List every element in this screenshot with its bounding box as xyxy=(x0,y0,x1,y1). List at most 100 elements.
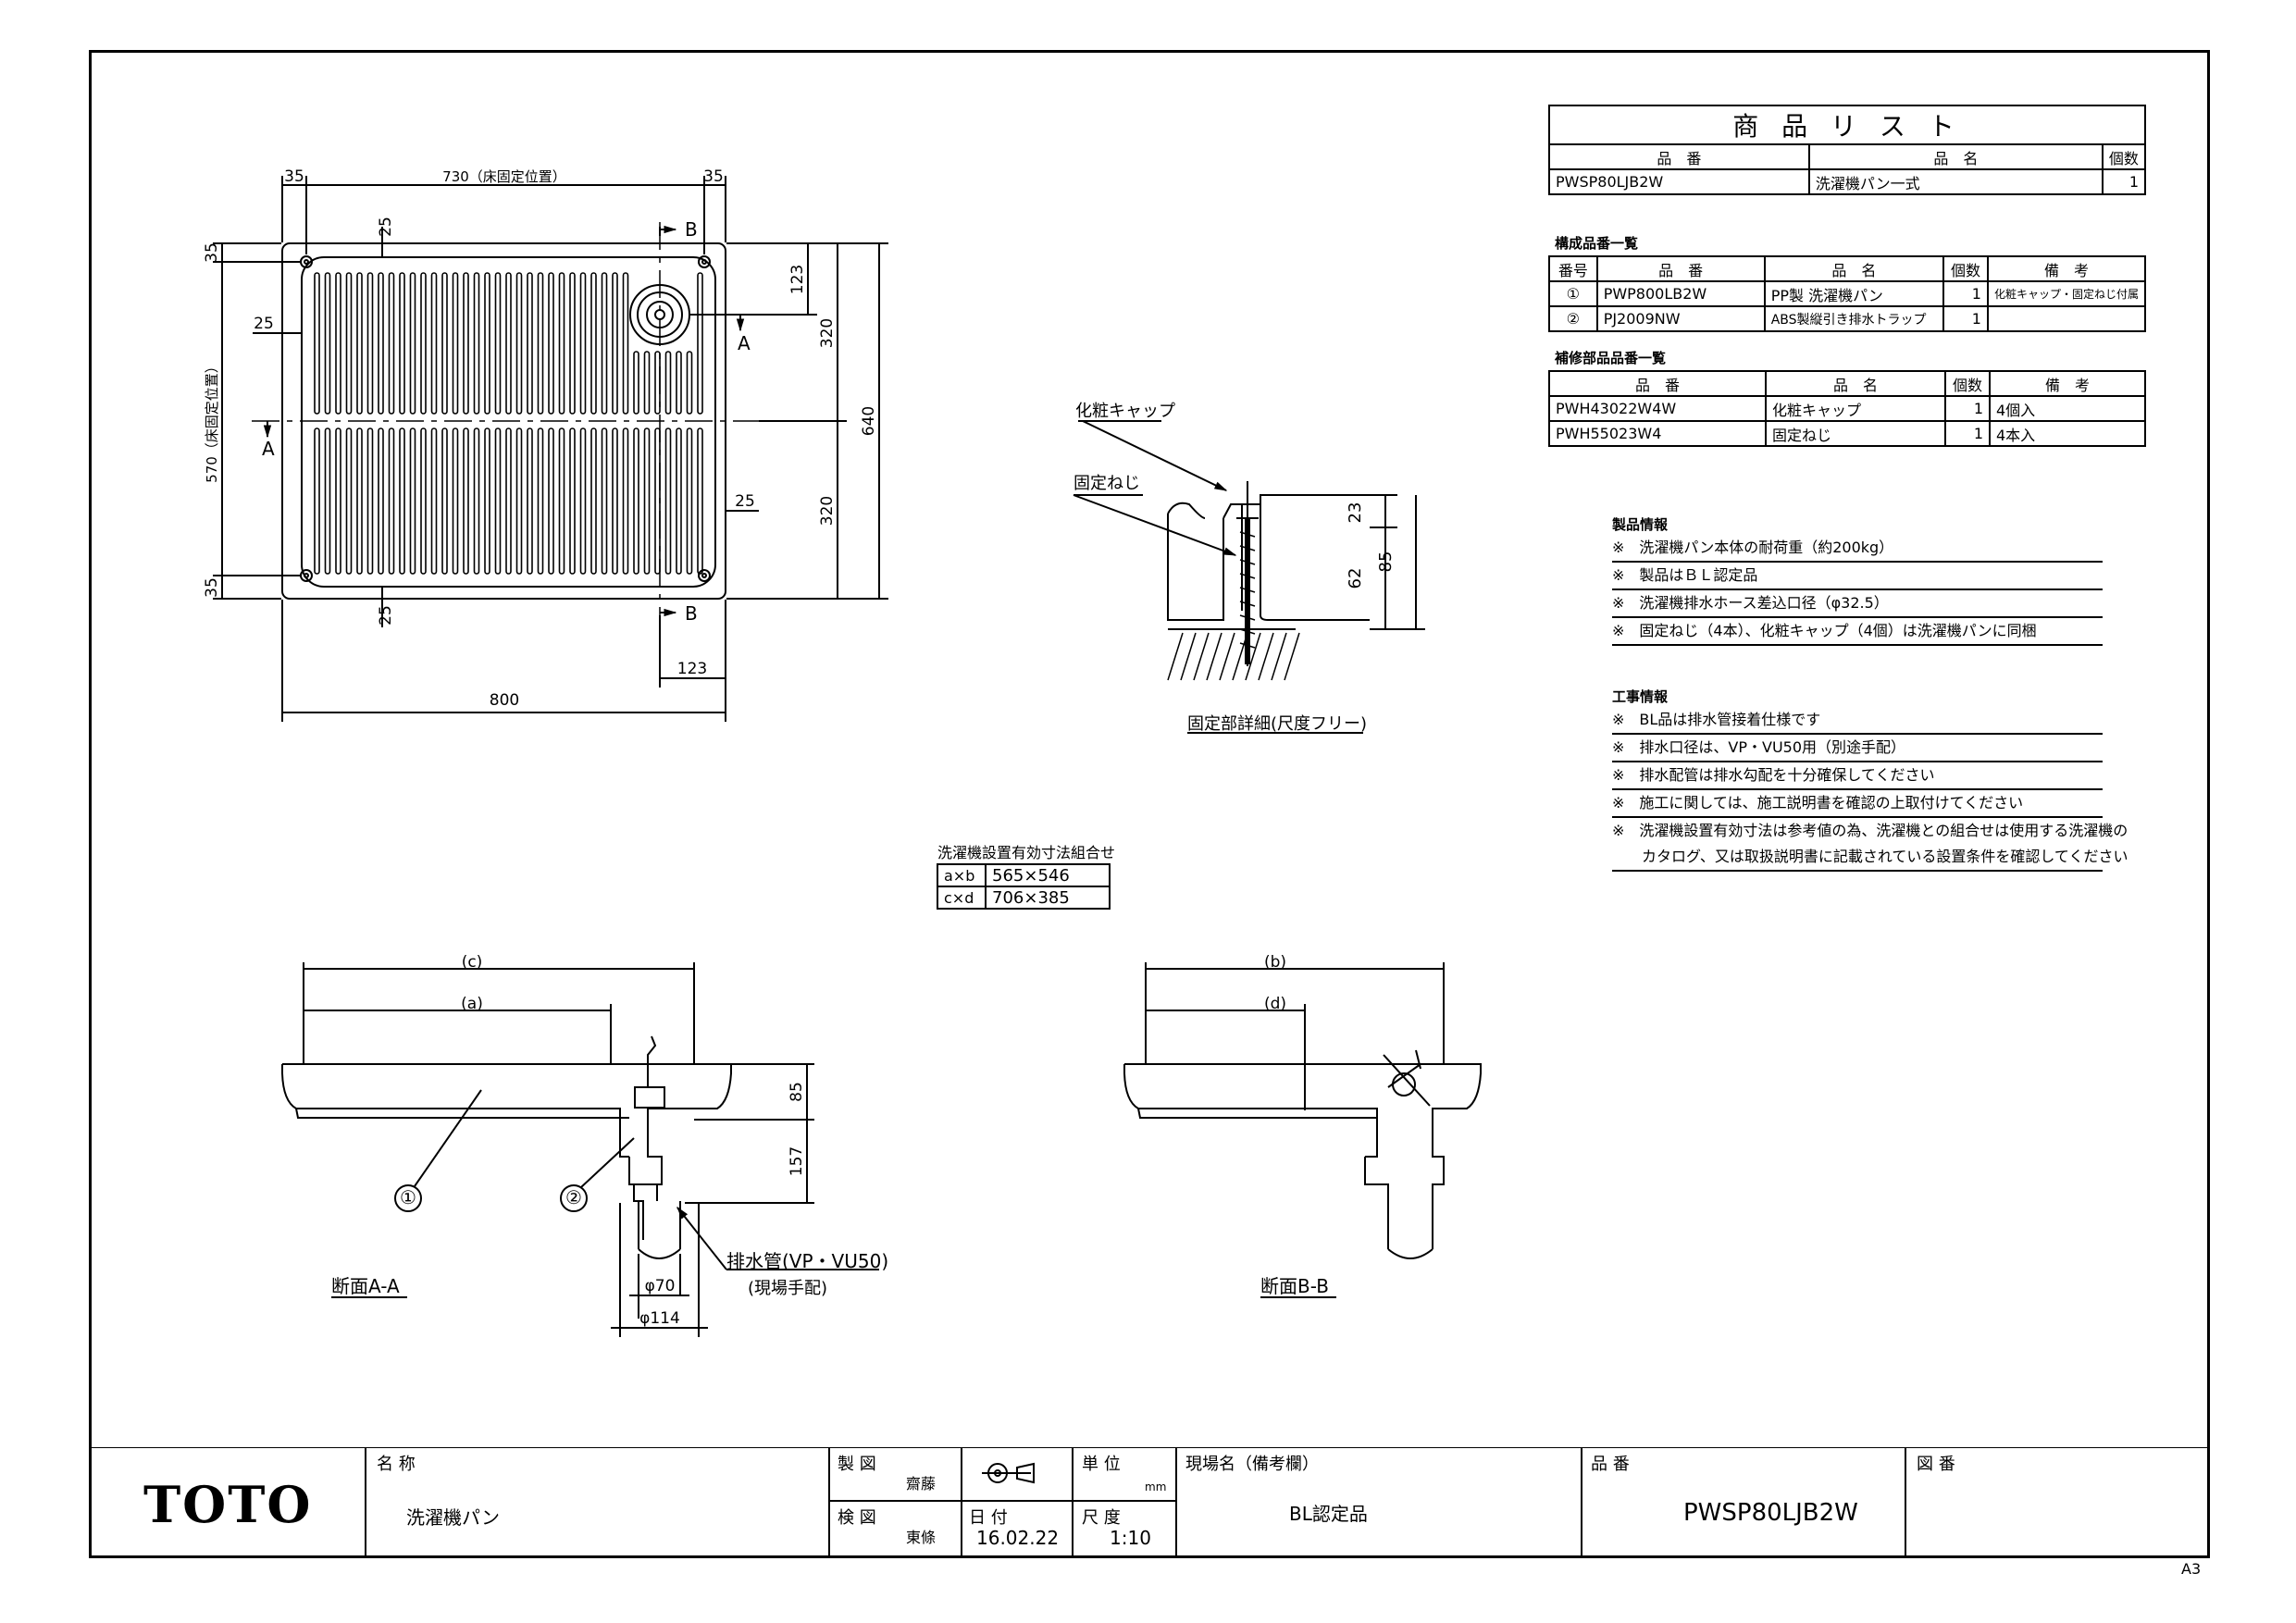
drain-rib xyxy=(314,427,320,575)
table-row: ② PJ2009NW ABS製縦引き排水トラップ 1 xyxy=(1548,305,2147,332)
drawing-svg: 35 730（床固定位置） 35 800 123 35 570（床固定位置） 3… xyxy=(203,167,1482,1337)
drain-rib xyxy=(537,272,544,415)
sheet-size: A3 xyxy=(2181,1560,2202,1578)
repair-parts-table: 品 番 品 名 個数 備 考 PWH43022W4W 化粧キャップ 1 4個入 … xyxy=(1548,370,2146,447)
section-aa-caption: 断面A-A xyxy=(331,1275,400,1297)
plan-dimensions: 35 730（床固定位置） 35 800 123 35 570（床固定位置） 3… xyxy=(203,167,878,710)
label-cap: 化粧キャップ xyxy=(1075,402,1175,421)
svg-text:(c): (c) xyxy=(462,953,483,972)
svg-text:640: 640 xyxy=(860,406,878,436)
drain-rib xyxy=(473,427,480,575)
corner-screws xyxy=(300,255,711,582)
construction-info-item: ※ 施工に関しては、施工説明書を確認の上取付けてください xyxy=(1612,790,2103,818)
drain-rib xyxy=(558,272,565,415)
drain-rib xyxy=(558,427,565,575)
section-aa xyxy=(281,962,879,1337)
product-info-item: ※ 固定ねじ（4本）、化粧キャップ（4個）は洗濯機パンに同梱 xyxy=(1612,618,2103,646)
product-list-title: 商 品 リ ス ト xyxy=(1548,105,2146,145)
drain-rib xyxy=(612,272,618,415)
table-row: PWH55023W4 固定ねじ 1 4本入 xyxy=(1548,420,2146,447)
product-info-item: ※ 製品はＢＬ認定品 xyxy=(1612,563,2103,590)
drain-rib xyxy=(601,272,608,415)
svg-text:123: 123 xyxy=(788,265,807,294)
hatch-line xyxy=(1245,632,1261,681)
drain-rib xyxy=(686,427,693,575)
svg-text:25: 25 xyxy=(254,315,274,333)
drain-rib xyxy=(515,272,523,415)
hatch-line xyxy=(1180,632,1197,681)
construction-info-item: ※ 排水口径は、VP・VU50用（別途手配） xyxy=(1612,735,2103,762)
title-block-grid xyxy=(92,1447,2207,1555)
drain-rib xyxy=(527,427,533,575)
svg-text:A: A xyxy=(738,332,751,354)
svg-text:(現場手配): (現場手配) xyxy=(748,1279,827,1298)
svg-text:85: 85 xyxy=(1376,551,1396,573)
svg-text:φ114: φ114 xyxy=(639,1309,680,1328)
drain-rib xyxy=(622,272,629,415)
construction-info-item: ※ 排水配管は排水勾配を十分確保してください xyxy=(1612,762,2103,790)
drain-rib xyxy=(324,427,331,575)
drain-rib xyxy=(452,427,459,575)
drain-rib xyxy=(494,427,502,575)
drain-rib xyxy=(633,427,639,575)
drain-rib xyxy=(473,272,480,415)
hatch-line xyxy=(1193,632,1210,681)
product-list-table: 商 品 リ ス ト 品 番 品 名 個数 PWSP80LJB2W 洗濯機パン一式… xyxy=(1548,105,2147,195)
table-row: a×b 565×546 xyxy=(937,863,1111,887)
product-info-item: ※ 洗濯機パン本体の耐荷重（約200kg） xyxy=(1612,535,2103,563)
drain-rib xyxy=(399,272,405,415)
section-aa-labels: (c) (a) 85 157 φ70 φ114 ① ② 排水管(VP・VU50)… xyxy=(331,953,888,1328)
drain-rib xyxy=(378,272,384,415)
svg-text:(a): (a) xyxy=(461,995,483,1013)
detail-labels: 化粧キャップ 固定ねじ 23 62 85 固定部詳細(尺度フリー) xyxy=(1074,402,1396,734)
drain-rib xyxy=(356,427,363,575)
repair-parts-caption: 補修部品品番一覧 xyxy=(1555,350,1667,366)
part-number: PWSP80LJB2W xyxy=(1683,1499,1858,1527)
svg-text:35: 35 xyxy=(284,167,304,186)
drain-rib xyxy=(686,351,693,415)
svg-text:730（床固定位置）: 730（床固定位置） xyxy=(442,168,566,185)
svg-text:φ70: φ70 xyxy=(645,1277,676,1295)
drain-rib xyxy=(441,427,448,575)
drain-rib xyxy=(622,427,629,575)
drain-rib xyxy=(388,272,395,415)
svg-text:25: 25 xyxy=(735,492,755,511)
drain-rib xyxy=(409,427,416,575)
construction-info-caption: 工事情報 xyxy=(1612,688,1669,705)
svg-text:(d): (d) xyxy=(1264,995,1286,1013)
hatch-line xyxy=(1206,632,1222,681)
drain-rib xyxy=(579,427,587,575)
drain-rib xyxy=(345,427,353,575)
svg-text:25: 25 xyxy=(377,605,395,626)
drain-rib xyxy=(345,272,353,415)
construction-info-item: ※ BL品は排水管接着仕様です xyxy=(1612,707,2103,735)
svg-text:320: 320 xyxy=(818,318,837,348)
svg-text:(b): (b) xyxy=(1264,953,1286,972)
drain-rib xyxy=(601,427,608,575)
svg-text:570（床固定位置）: 570（床固定位置） xyxy=(204,359,220,483)
drain-rib xyxy=(388,427,395,575)
drain-rib xyxy=(378,427,384,575)
drain-rib xyxy=(676,351,682,415)
drawing-frame xyxy=(89,50,2210,1558)
drain-rib xyxy=(643,427,651,575)
toto-logo: TOTO xyxy=(143,1475,313,1534)
construction-info-item: カタログ、又は取扱説明書に記載されている設置条件を確認してください xyxy=(1612,844,2128,872)
drain-rib xyxy=(430,272,438,415)
svg-text:85: 85 xyxy=(788,1082,806,1102)
drain-rib xyxy=(590,427,597,575)
drain-rib xyxy=(527,272,533,415)
drain-rib xyxy=(664,351,672,415)
drain-rib xyxy=(335,272,341,415)
detail-caption: 固定部詳細(尺度フリー) xyxy=(1187,714,1367,734)
svg-text:35: 35 xyxy=(203,577,221,598)
drain-rib xyxy=(612,427,618,575)
drain-rib xyxy=(515,427,523,575)
svg-text:320: 320 xyxy=(818,496,837,526)
drain-rib xyxy=(356,272,363,415)
header-part-no: 品 番 xyxy=(1548,143,1810,170)
drain-rib xyxy=(494,272,502,415)
svg-text:23: 23 xyxy=(1346,502,1365,524)
plan-view xyxy=(213,176,888,722)
drain-rib xyxy=(420,272,427,415)
